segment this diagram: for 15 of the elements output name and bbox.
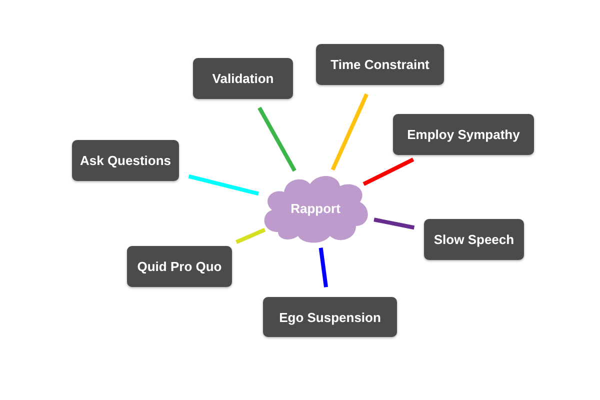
connector-line	[318, 248, 328, 288]
connector-line	[362, 158, 414, 186]
connector-line	[188, 174, 259, 196]
topic-box: Ego Suspension	[263, 297, 397, 337]
connector-line	[258, 106, 296, 172]
topic-box: Quid Pro Quo	[127, 246, 232, 287]
topic-box: Validation	[193, 58, 293, 99]
connector-line	[236, 228, 266, 244]
connector-line	[374, 218, 415, 230]
topic-box: Time Constraint	[316, 44, 444, 85]
topic-box: Slow Speech	[424, 219, 524, 260]
topic-box: Ask Questions	[72, 140, 179, 181]
cloud-label: Rapport	[290, 200, 340, 216]
connector-line	[330, 93, 369, 171]
topic-box: Employ Sympathy	[393, 114, 534, 155]
